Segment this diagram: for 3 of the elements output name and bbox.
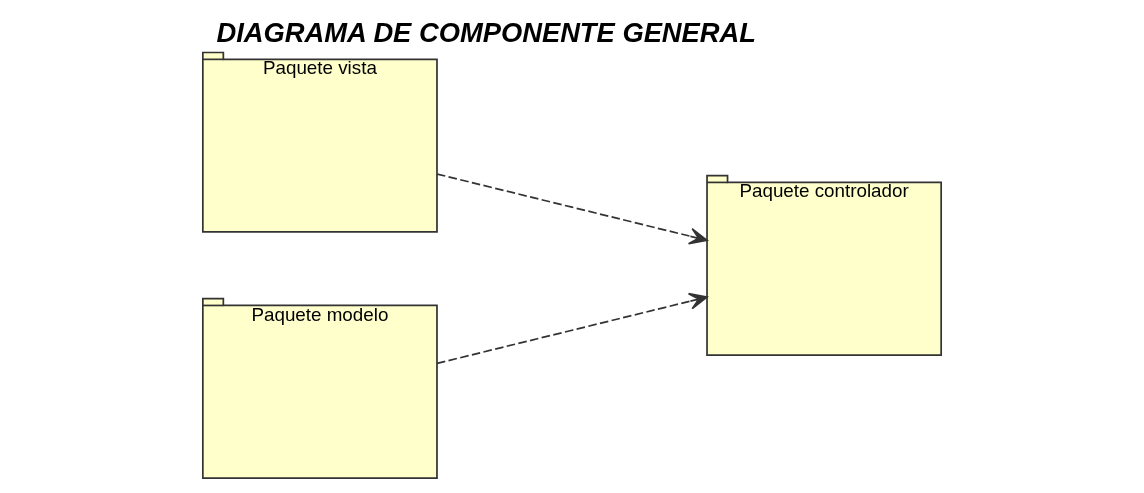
arrow — [436, 292, 708, 365]
diagram-title: DIAGRAMA DE COMPONENTE GENERAL — [216, 16, 757, 48]
arrow — [436, 173, 708, 245]
